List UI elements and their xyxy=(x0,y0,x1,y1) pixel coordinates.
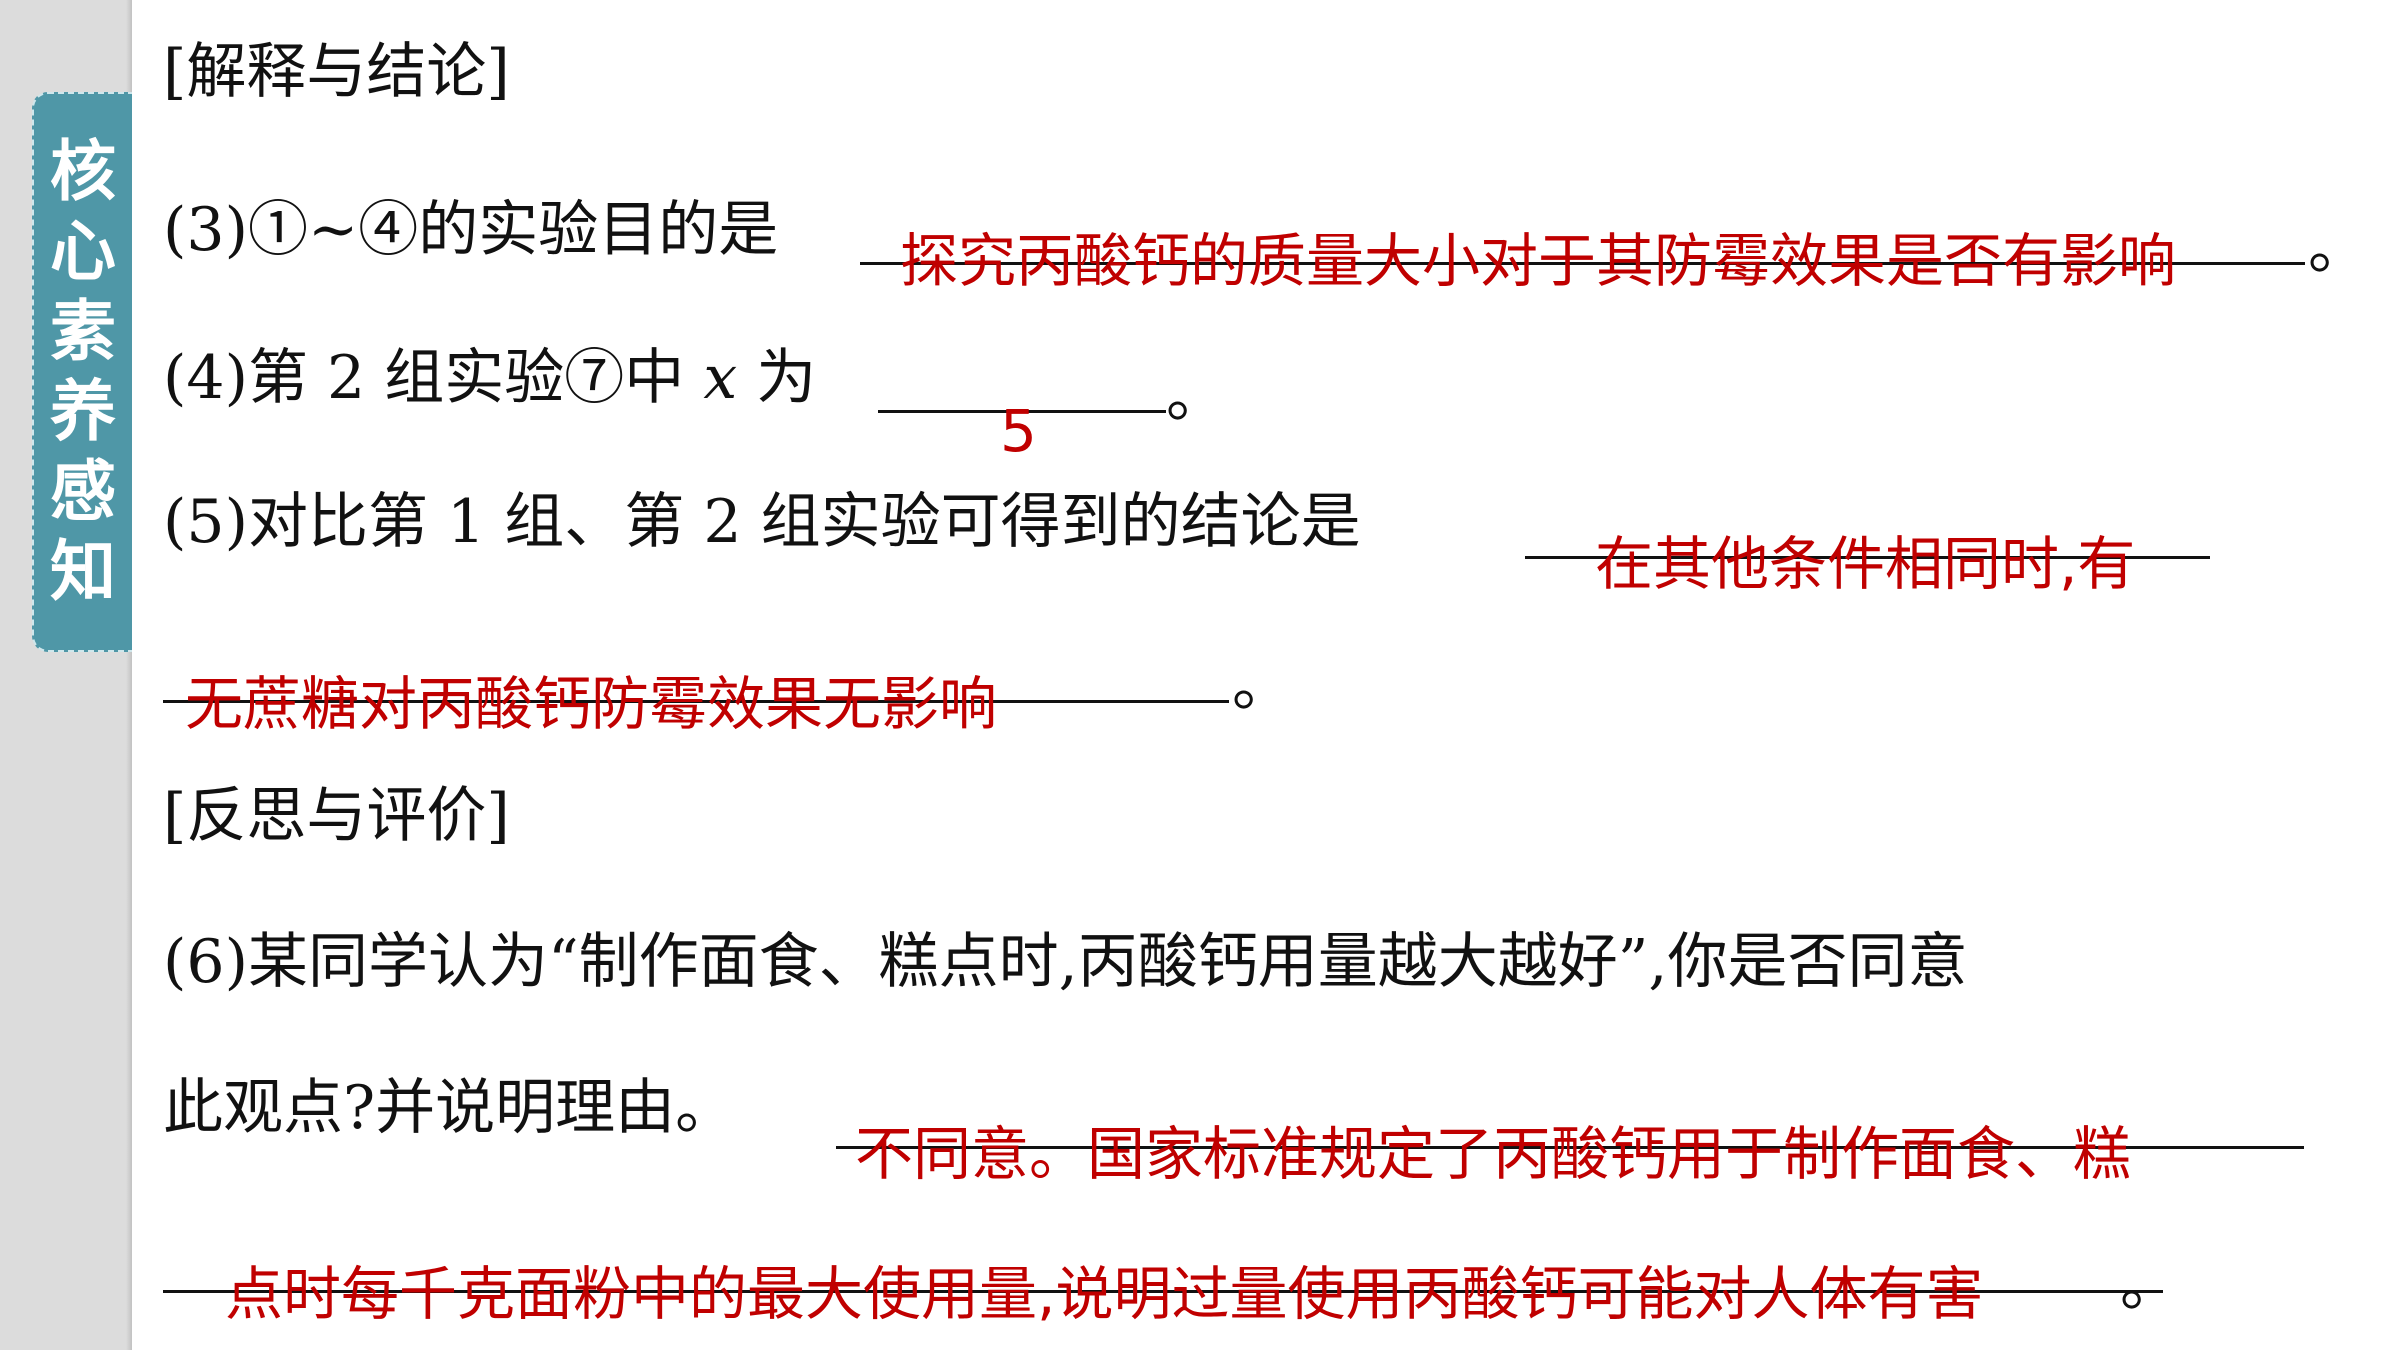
question-4-period: 。 xyxy=(1166,361,1226,431)
question-5-period: 。 xyxy=(1232,650,1292,720)
section-heading-explanation: [解释与结论] xyxy=(163,37,510,107)
question-6-period: 。 xyxy=(2120,1250,2180,1320)
question-4-prompt: (4)第 2 组实验⑦中 x 为 xyxy=(163,348,816,408)
question-4-answer: 5 xyxy=(1000,397,1037,465)
question-5-answer-line-2 xyxy=(163,700,1229,703)
question-5-prompt: (5)对比第 1 组、第 2 组实验可得到的结论是 xyxy=(163,487,1361,557)
question-6-answer-line-1 xyxy=(836,1146,2304,1149)
section-side-tab[interactable]: 核心素养感知 xyxy=(32,92,132,652)
question-3-answer: 探究丙酸钙的质量大小对于其防霉效果是否有影响 xyxy=(900,227,2177,295)
side-tab-label: 核心素养感知 xyxy=(50,133,116,610)
question-4-variable: x xyxy=(703,343,738,413)
question-5-answer-line-2: 无蔗糖对丙酸钙防霉效果无影响 xyxy=(185,670,998,738)
section-heading-reflection: [反思与评价] xyxy=(163,781,510,851)
question-3-prompt: (3)①~④的实验目的是 xyxy=(163,195,779,265)
question-4-answer-line xyxy=(878,410,1166,413)
question-6-answer-line-2 xyxy=(163,1290,2163,1293)
question-3-answer-line xyxy=(860,262,2305,265)
question-4-prompt-text-end: 为 xyxy=(737,343,817,413)
question-5-answer-line-1: 在其他条件相同时,有 xyxy=(1595,530,2136,598)
question-6-answer-line-2: 点时每千克面粉中的最大使用量,说明过量使用丙酸钙可能对人体有害 xyxy=(225,1260,1984,1328)
question-3-period: 。 xyxy=(2308,213,2368,283)
question-4-prompt-text: (4)第 2 组实验⑦中 xyxy=(163,343,704,413)
question-5-answer-line-1 xyxy=(1525,556,2210,559)
question-6-prompt-line-2: 此观点?并说明理由。 xyxy=(163,1073,736,1143)
question-6-prompt-line-1: (6)某同学认为“制作面食、糕点时,丙酸钙用量越大越好”,你是否同意 xyxy=(163,927,1968,997)
question-6-answer-line-1: 不同意。国家标准规定了丙酸钙用于制作面食、糕 xyxy=(855,1120,2132,1188)
